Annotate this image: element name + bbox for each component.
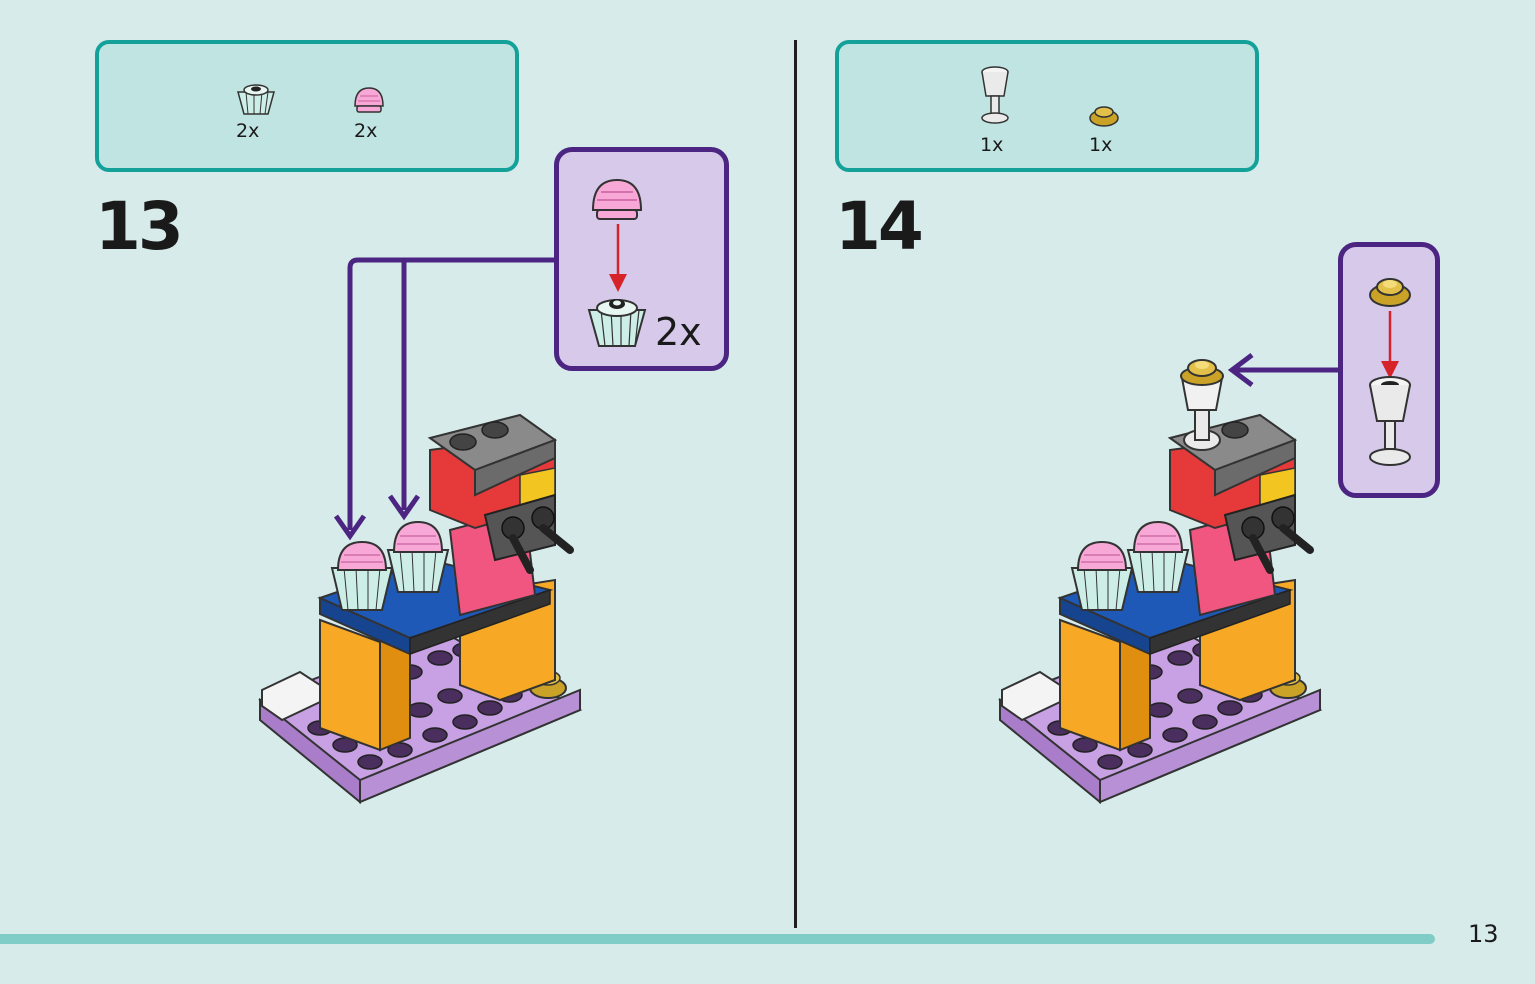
step-13-part-1-qty: 2x xyxy=(236,120,260,142)
step-13-callout-qty: 2x xyxy=(655,310,702,354)
step-13-number: 13 xyxy=(95,188,184,265)
goblet-icon xyxy=(1369,376,1411,466)
gold-round-tile-icon xyxy=(1089,106,1119,127)
cupcake-holder-icon xyxy=(237,84,275,115)
gold-round-tile-icon xyxy=(1369,278,1411,307)
step-14-callout xyxy=(1338,242,1440,498)
pink-cupcake-top-icon xyxy=(591,178,643,220)
red-arrow-icon xyxy=(609,224,627,292)
step-13-model-illustration xyxy=(258,413,583,805)
step-13-parts-box: 2x 2x xyxy=(95,40,519,172)
page-number: 13 xyxy=(1468,920,1499,948)
cupcake-holder-icon xyxy=(587,299,647,347)
pink-cupcake-top-icon xyxy=(354,87,384,113)
page-divider xyxy=(794,40,797,928)
goblet-icon xyxy=(981,66,1009,124)
footer-bar xyxy=(0,934,1435,944)
step-13-part-2-qty: 2x xyxy=(354,120,378,142)
step-13-callout: 2x xyxy=(554,147,729,371)
red-arrow-icon xyxy=(1381,311,1399,379)
step-14-part-2-qty: 1x xyxy=(1089,134,1113,156)
step-14-model-illustration xyxy=(998,359,1323,805)
step-14-parts-box: 1x 1x xyxy=(835,40,1259,172)
step-14-part-1-qty: 1x xyxy=(980,134,1004,156)
step-14-number: 14 xyxy=(835,188,924,265)
